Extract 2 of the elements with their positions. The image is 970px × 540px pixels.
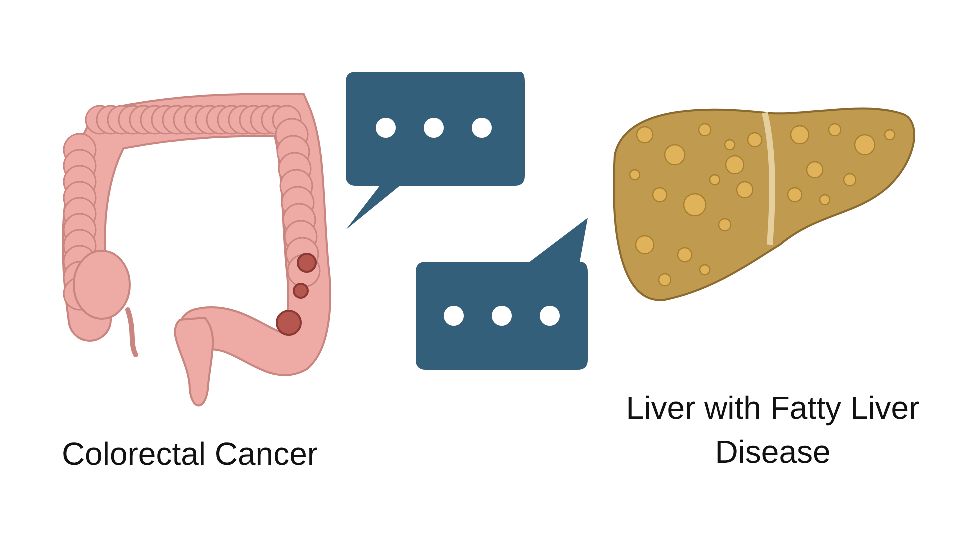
caption-text: Colorectal Cancer [60, 435, 320, 474]
caption-text: Liver with Fatty Liver Disease [625, 389, 921, 472]
